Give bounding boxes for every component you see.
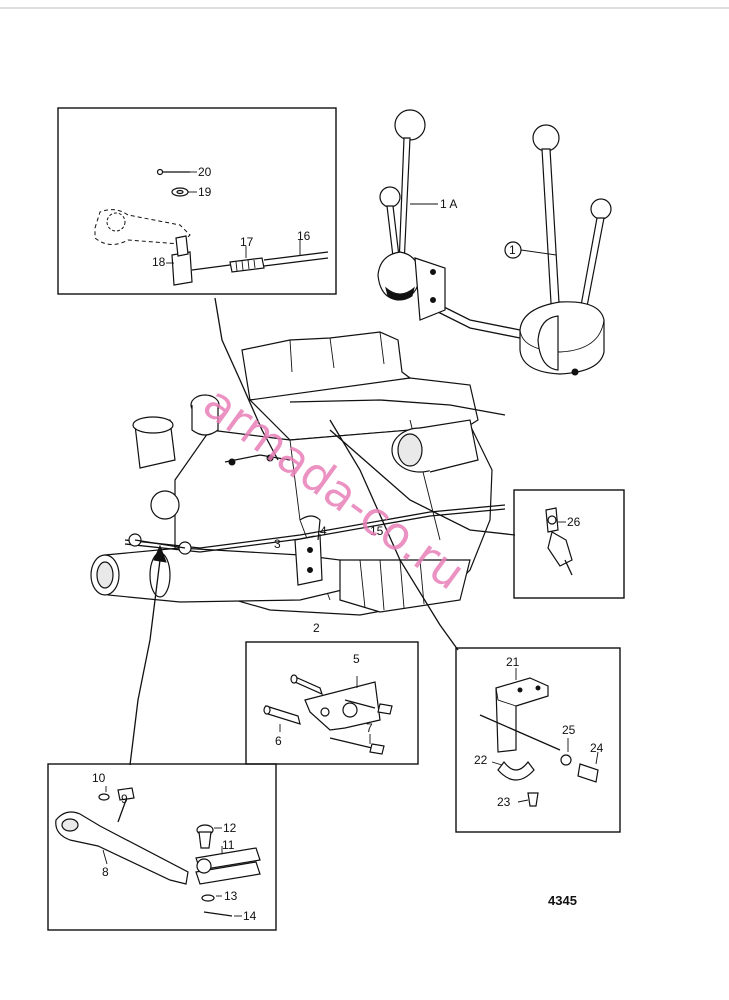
callout-2: 2: [313, 621, 320, 635]
callout-13: 13: [224, 889, 238, 903]
callout-6: 6: [275, 734, 282, 748]
callout-24: 24: [590, 741, 604, 755]
callout-23: 23: [497, 795, 511, 809]
callout-12: 12: [223, 821, 237, 835]
callout-8: 8: [102, 865, 109, 879]
callout-25: 25: [562, 723, 576, 737]
detail-box-cable-bracket: [455, 647, 621, 833]
single-lever-control-unit: [504, 124, 612, 376]
callout-20: 20: [198, 165, 212, 179]
detail-box-cable-joint: [513, 489, 625, 599]
callout-22: 22: [474, 753, 488, 767]
callout-7: 7: [366, 721, 373, 735]
callout-1: 1: [509, 243, 516, 257]
callout-17: 17: [240, 235, 254, 249]
callout-4: 4: [320, 524, 327, 538]
callout-9: 9: [121, 792, 128, 806]
figure-number: 4345: [548, 893, 577, 908]
engine-block: [90, 331, 493, 616]
callout-18: 18: [152, 255, 166, 269]
control-cables: [124, 297, 521, 766]
callout-1A: 1 A: [440, 197, 457, 211]
detail-box-bracket: [245, 641, 419, 765]
detail-box-lever-arm: [47, 763, 277, 931]
callout-10: 10: [92, 771, 106, 785]
callout-labels: 1 A 1 2 3 4 5 6 7 8 9 10 11 12 13 14 15 …: [92, 165, 604, 923]
detail-box-lever-end: [57, 107, 337, 295]
callout-26: 26: [567, 515, 581, 529]
callout-15: 15: [370, 524, 384, 538]
callout-5: 5: [353, 652, 360, 666]
callout-3: 3: [274, 537, 281, 551]
dual-lever-control-unit: [377, 109, 446, 321]
callout-16: 16: [297, 229, 311, 243]
callout-19: 19: [198, 185, 212, 199]
callout-11: 11: [222, 838, 235, 852]
callout-21: 21: [506, 655, 520, 669]
callout-14: 14: [243, 909, 257, 923]
